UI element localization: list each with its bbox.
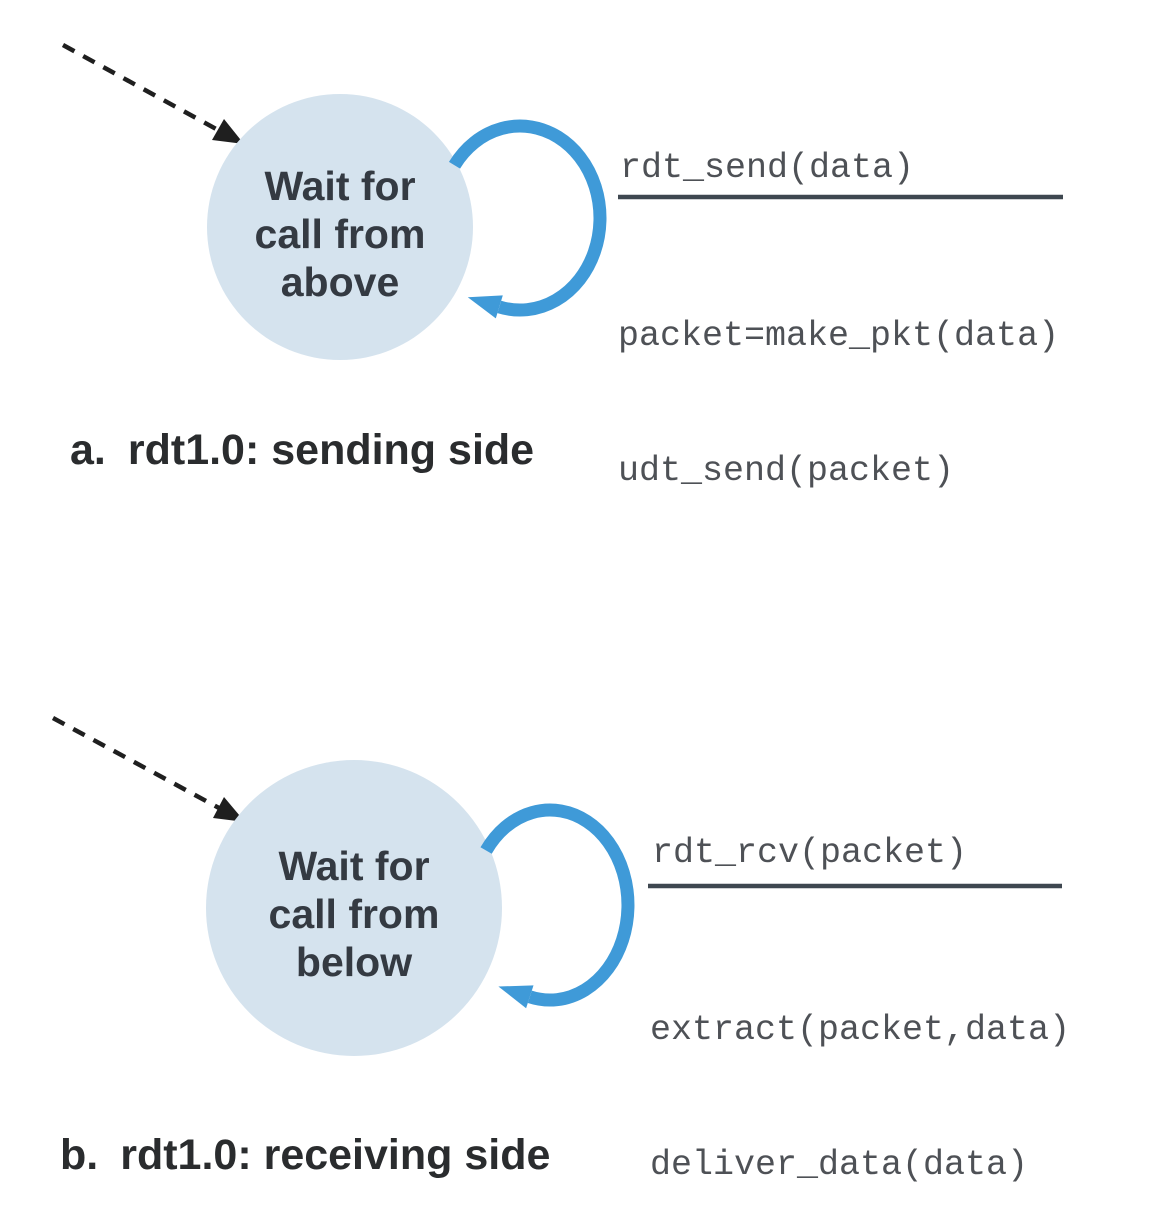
transition-action-line: packet=make_pkt(data) <box>618 316 1060 356</box>
self-loop-arrow-a <box>448 119 607 317</box>
state-label-a: Wait for call from above <box>190 162 490 306</box>
caption-text: rdt1.0: sending side <box>127 426 535 474</box>
fsm-a-shapes <box>61 43 1063 360</box>
state-circle-b <box>206 760 502 1056</box>
caption-letter: a. <box>70 426 106 474</box>
state-label-line: call from <box>254 211 426 257</box>
transition-action-line: extract(packet,data) <box>650 1010 1071 1050</box>
caption-a: a. rdt1.0: sending side <box>70 424 534 476</box>
state-label-line: call from <box>268 891 440 937</box>
initial-transition-arrowhead-icon-b <box>213 797 245 822</box>
state-label-line: Wait for <box>278 843 430 889</box>
state-label-b: Wait for call from below <box>204 842 504 986</box>
state-label-line: Wait for <box>264 163 416 209</box>
state-circle-a <box>207 94 473 360</box>
transition-actions-a: packet=make_pkt(data) udt_send(packet) <box>618 224 1059 584</box>
transition-actions-b: extract(packet,data) deliver_data(data) <box>650 918 1070 1223</box>
initial-transition-arrowhead-icon-a <box>212 119 244 144</box>
initial-transition-dashed-arrow-a <box>61 43 220 132</box>
self-loop-arrowhead-icon-a <box>467 295 503 319</box>
transition-action-line: udt_send(packet) <box>618 451 955 491</box>
fsm-b-shapes <box>51 716 1062 1056</box>
initial-transition-dashed-arrow-b <box>51 716 221 810</box>
state-label-line: above <box>280 259 400 305</box>
self-loop-arrowhead-icon-b <box>498 985 534 1009</box>
state-label-line: below <box>295 939 413 985</box>
transition-action-line: deliver_data(data) <box>650 1145 1029 1185</box>
transition-event-a: rdt_send(data) <box>620 148 915 188</box>
caption-text: rdt1.0: receiving side <box>120 1131 551 1179</box>
caption-b: b. rdt1.0: receiving side <box>60 1129 550 1181</box>
caption-letter: b. <box>60 1131 99 1179</box>
self-loop-arrow-b <box>480 803 635 1007</box>
transition-event-b: rdt_rcv(packet) <box>652 833 968 873</box>
